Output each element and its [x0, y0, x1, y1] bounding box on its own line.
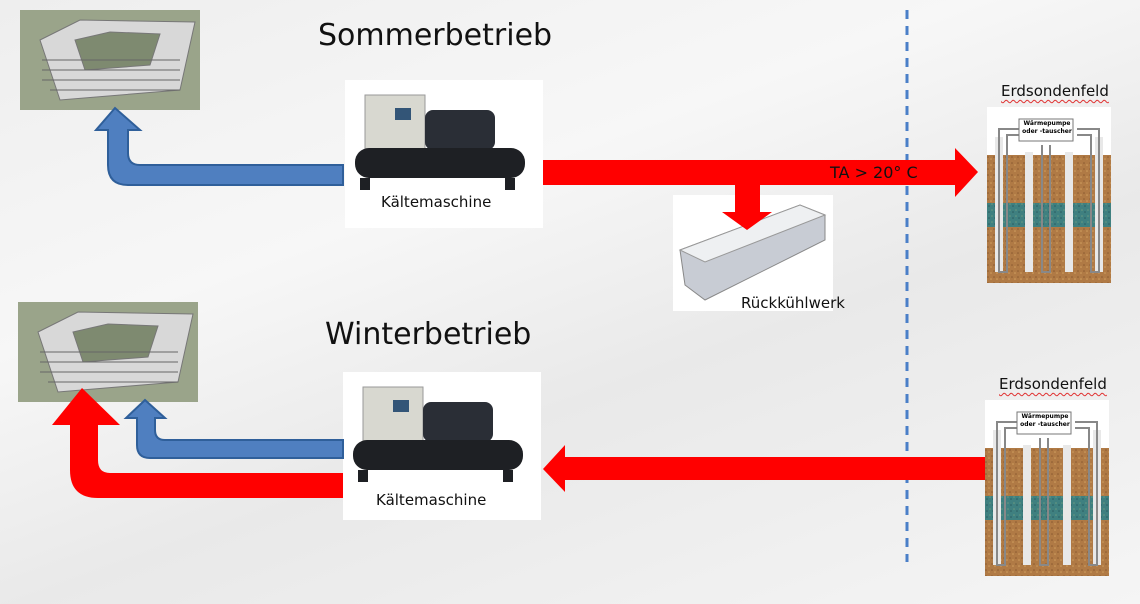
cooler-label: Rückkühlwerk [741, 294, 845, 312]
building-image-winter [17, 301, 199, 403]
summer-title: Sommerbetrieb [318, 18, 553, 53]
building-image-summer [19, 9, 201, 111]
heat-supply-arrow-winter [52, 388, 343, 498]
chiller-label-summer: Kältemaschine [381, 193, 492, 211]
winter-title: Winterbetrieb [325, 317, 532, 352]
field-label-summer: Erdsondenfeld [1001, 82, 1109, 100]
heat-rejection-arrow-summer [543, 148, 978, 197]
cooler-arrow [722, 185, 772, 230]
heat-source-arrow-winter [543, 445, 985, 492]
field-label-winter: Erdsondenfeld [999, 375, 1107, 393]
heat-pump-box-winter: Wärmepumpe oder -tauscher [1020, 413, 1070, 428]
chiller-label-winter: Kältemaschine [376, 491, 487, 509]
cold-supply-arrow-winter [123, 398, 344, 459]
cold-supply-arrow-summer [93, 106, 344, 186]
temperature-label: TA > 20° C [830, 163, 918, 182]
heat-pump-box-summer: Wärmepumpe oder -tauscher [1022, 120, 1072, 135]
